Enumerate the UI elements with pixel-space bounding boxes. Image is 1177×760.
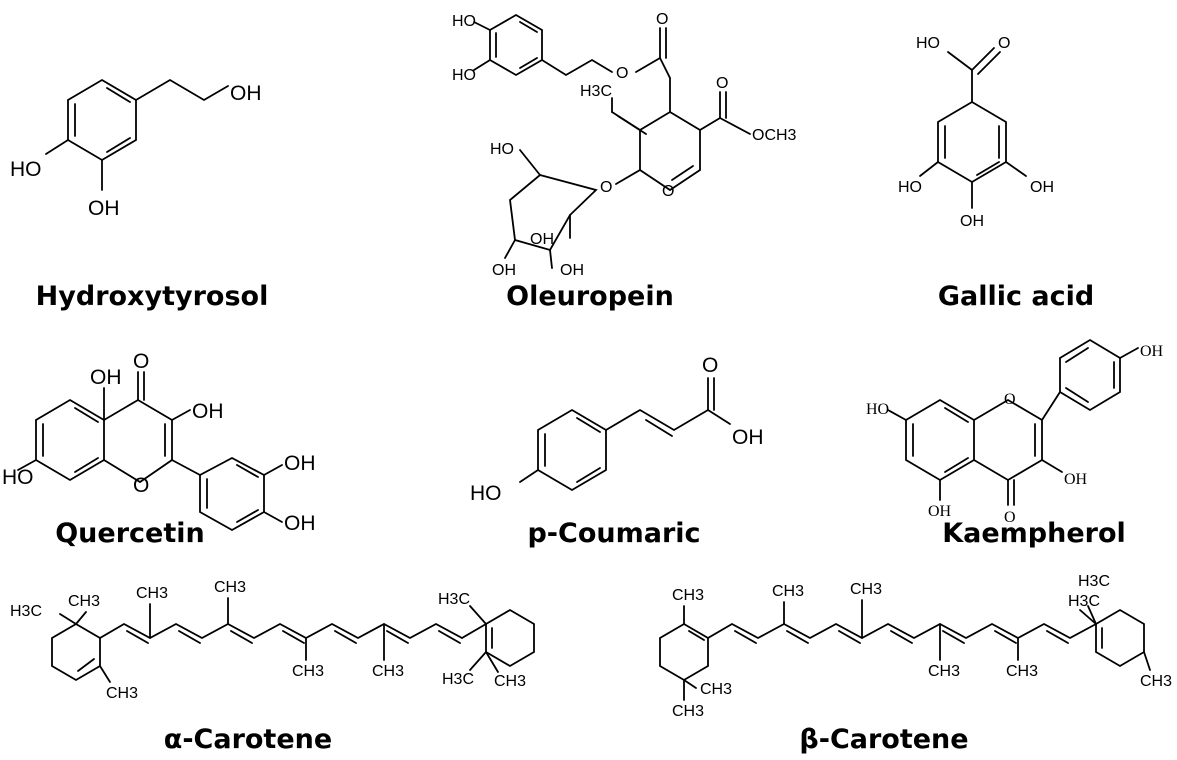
- atom-label: H3C: [1078, 573, 1110, 590]
- atom-label: CH3: [1006, 663, 1038, 680]
- atom-label: CH3: [672, 587, 704, 604]
- atom-label: OH: [284, 512, 316, 535]
- atom-label: O: [656, 11, 668, 28]
- atom-label: OH: [284, 452, 316, 475]
- molecule-name: Hydroxytyrosol: [36, 281, 269, 312]
- atom-label: O: [702, 354, 718, 377]
- atom-label: CH3: [928, 663, 960, 680]
- molecule-alpha-carotene: H3C CH3 CH3 CH3 CH3 CH3 H3C H3C CH3 CH3 …: [10, 579, 535, 755]
- atom-label: OH: [530, 231, 554, 248]
- atom-label: OH: [1064, 471, 1088, 488]
- molecule-name: Kaempherol: [942, 518, 1126, 549]
- atom-label: OH: [492, 262, 516, 279]
- atom-label: O: [1004, 391, 1016, 408]
- atom-label: HO: [490, 141, 514, 158]
- atom-label: CH3: [106, 685, 138, 702]
- molecule-quercetin: OH O OH HO O OH OH Quercetin: [2, 350, 316, 549]
- atom-label: CH3: [68, 593, 100, 610]
- atom-label: OH: [1030, 179, 1054, 196]
- molecule-gallic-acid: HO O HO OH OH Gallic acid: [898, 35, 1094, 312]
- atom-label: OH: [230, 82, 262, 105]
- atom-label: H3C: [1068, 593, 1100, 610]
- atom-label: O: [133, 474, 149, 497]
- molecule-name: Quercetin: [55, 518, 205, 549]
- molecule-hydroxytyrosol: OH HO OH Hydroxytyrosol: [10, 78, 269, 312]
- atom-label: O: [662, 183, 674, 200]
- atom-label: OH: [1140, 343, 1164, 360]
- atom-label: HO: [470, 482, 502, 505]
- atom-label: OH: [560, 262, 584, 279]
- molecule-name: Gallic acid: [938, 281, 1094, 312]
- structure-oleuropein: [473, 13, 751, 269]
- atom-label: OH: [928, 503, 952, 520]
- molecule-kaempherol: OH HO O OH OH O Kaempherol: [866, 338, 1164, 549]
- molecule-p-coumaric: O OH HO p-Coumaric: [470, 354, 764, 549]
- atom-label: HO: [916, 35, 940, 52]
- structure-alpha-carotene: [51, 597, 535, 683]
- atom-label: HO: [452, 67, 476, 84]
- atom-label: O: [716, 75, 728, 92]
- structure-beta-carotene: [659, 599, 1151, 701]
- atom-label: OCH3: [752, 127, 797, 144]
- molecule-name: β-Carotene: [799, 724, 968, 755]
- atom-label: CH3: [772, 583, 804, 600]
- atom-label: HO: [10, 158, 42, 181]
- molecule-name: Oleuropein: [506, 281, 674, 312]
- atom-label: CH3: [136, 585, 168, 602]
- structure-p-coumaric: [519, 377, 731, 492]
- atom-label: O: [616, 65, 628, 82]
- atom-label: OH: [90, 366, 122, 389]
- atom-label: OH: [732, 426, 764, 449]
- atom-label: OH: [960, 213, 984, 230]
- atom-label: CH3: [292, 663, 324, 680]
- atom-label: O: [1004, 509, 1016, 526]
- structure-kaempherol: [887, 338, 1139, 506]
- atom-label: HO: [866, 401, 889, 418]
- atom-label: OH: [88, 197, 120, 220]
- atom-label: H3C: [580, 83, 612, 100]
- atom-label: OH: [192, 400, 224, 423]
- structure-hydroxytyrosol: [45, 78, 229, 191]
- molecule-oleuropein: HO HO O O H3C O OCH3 HO O O OH OH OH Ole…: [452, 11, 797, 312]
- atom-label: CH3: [700, 681, 732, 698]
- molecule-name: α-Carotene: [164, 724, 332, 755]
- structure-gallic-acid: [919, 47, 1027, 209]
- atom-label: CH3: [372, 663, 404, 680]
- structure-quercetin: [17, 371, 283, 532]
- atom-label: H3C: [442, 671, 474, 688]
- atom-label: CH3: [672, 703, 704, 720]
- molecule-beta-carotene: CH3 CH3 CH3 CH3 CH3 CH3 H3C H3C CH3 CH3 …: [659, 573, 1172, 755]
- atom-label: HO: [2, 466, 34, 489]
- atom-label: HO: [898, 179, 922, 196]
- molecule-name: p-Coumaric: [527, 518, 700, 549]
- atom-label: CH3: [1140, 673, 1172, 690]
- atom-label: O: [600, 179, 612, 196]
- atom-label: CH3: [494, 673, 526, 690]
- atom-label: CH3: [214, 579, 246, 596]
- atom-label: H3C: [438, 591, 470, 608]
- atom-label: CH3: [850, 581, 882, 598]
- atom-label: H3C: [10, 603, 42, 620]
- atom-label: O: [133, 350, 149, 373]
- atom-label: HO: [452, 13, 476, 30]
- atom-label: O: [998, 35, 1010, 52]
